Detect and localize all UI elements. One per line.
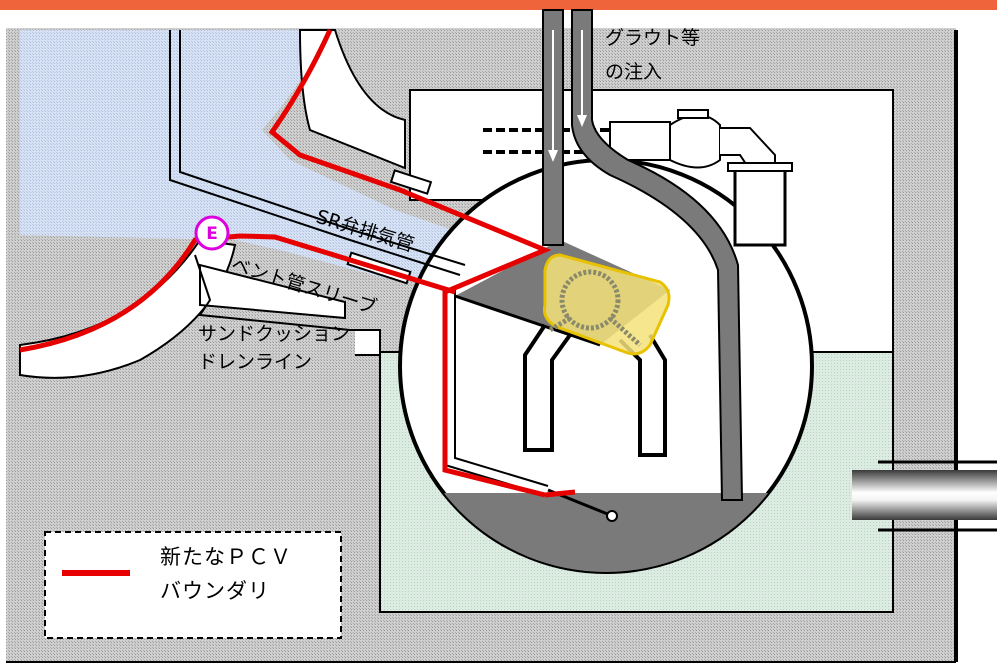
- drywell-wall: [298, 29, 406, 170]
- label-grout-1: グラウト等: [605, 27, 700, 49]
- downcomer-right: [618, 333, 667, 457]
- water-region: [20, 30, 505, 282]
- legend-box: [44, 531, 342, 639]
- sr-exhaust-pipe: [169, 30, 618, 522]
- label-sand-2: ドレンライン: [198, 351, 312, 373]
- legend-line2: バウンダリ: [160, 579, 270, 603]
- label-sand-1: サンドクッション: [198, 323, 350, 345]
- legend-line1: 新たなＰＣＶ: [160, 545, 292, 569]
- downcomer-left: [523, 323, 572, 452]
- marker-e-label: E: [206, 224, 218, 244]
- boundary-line-left: [19, 233, 456, 353]
- grout-injection-pipes: [542, 9, 744, 501]
- label-grout-2: の注入: [605, 61, 662, 83]
- marker-e: E: [194, 215, 230, 251]
- penetration-pipe: [852, 460, 997, 532]
- pcv-boundary: [19, 28, 576, 498]
- boundary-line-main: [268, 28, 552, 498]
- top-bar: [0, 0, 997, 10]
- suppression-chamber: [398, 158, 814, 574]
- highlight-area: [543, 253, 671, 356]
- legend: 新たなＰＣＶ バウンダリ: [44, 531, 342, 639]
- bellows-upper: [389, 169, 433, 195]
